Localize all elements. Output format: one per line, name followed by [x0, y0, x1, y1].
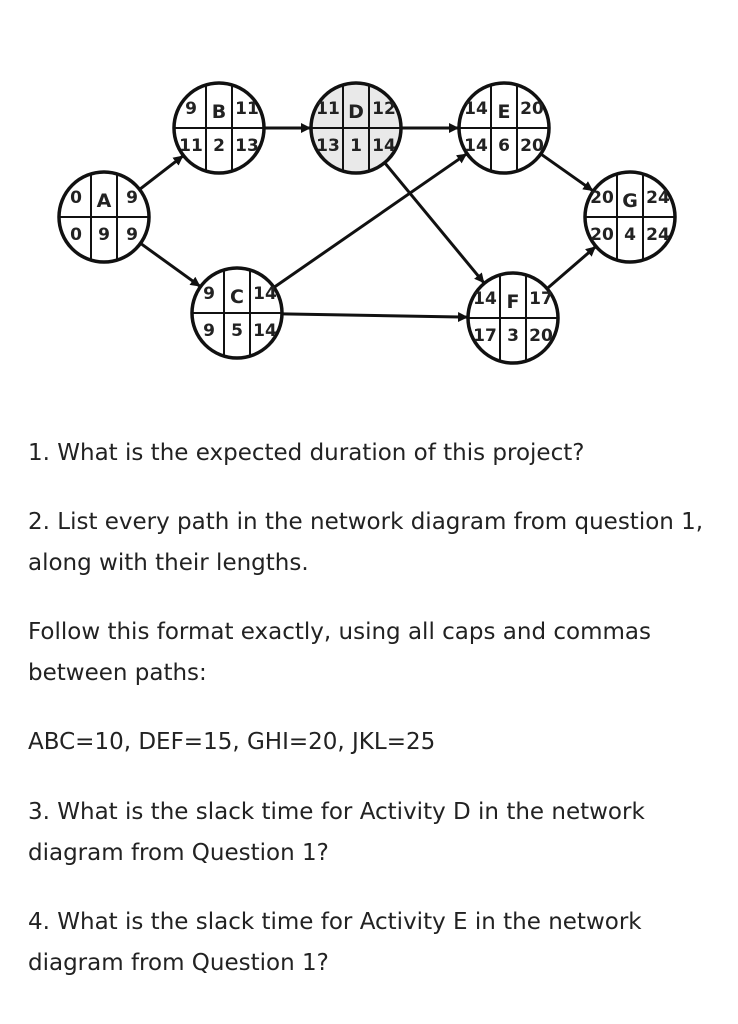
node-early-start: 9 [203, 284, 215, 304]
node-late-finish: 20 [529, 326, 553, 346]
node-late-finish: 14 [253, 321, 277, 341]
node-early-start: 9 [185, 99, 197, 119]
node-late-start: 11 [179, 136, 203, 156]
node-d: 11 D 12 13 1 14 [309, 81, 403, 175]
question-2-format: Follow this format exactly, using all ca… [28, 619, 651, 686]
edge-f-g [546, 245, 597, 290]
node-duration: 1 [350, 136, 362, 156]
edge-c-e [273, 152, 468, 289]
node-duration: 6 [498, 136, 510, 156]
node-late-start: 0 [70, 225, 82, 245]
node-e: 14 E 20 14 6 20 [457, 81, 551, 175]
node-activity-name: D [348, 101, 364, 123]
node-late-start: 14 [464, 136, 488, 156]
node-late-start: 17 [473, 326, 497, 346]
node-late-finish: 14 [372, 136, 396, 156]
node-activity-name: C [230, 286, 244, 308]
node-duration: 9 [98, 225, 110, 245]
node-g: 20 G 24 20 4 24 [583, 170, 677, 264]
edge-d-f [383, 161, 485, 284]
node-activity-name: F [507, 291, 520, 313]
node-duration: 4 [624, 225, 636, 245]
node-duration: 2 [213, 136, 225, 156]
edge-c-f [281, 312, 469, 323]
node-early-finish: 24 [646, 188, 670, 208]
edge-e-g [539, 152, 594, 192]
node-late-finish: 20 [520, 136, 544, 156]
node-early-finish: 12 [372, 99, 396, 119]
node-activity-name: B [212, 101, 226, 123]
question-4: 4. What is the slack time for Activity E… [28, 909, 642, 976]
node-duration: 5 [231, 321, 243, 341]
node-late-start: 13 [316, 136, 340, 156]
node-late-start: 20 [590, 225, 614, 245]
node-late-start: 9 [203, 321, 215, 341]
node-late-finish: 9 [126, 225, 138, 245]
node-activity-name: G [622, 190, 638, 212]
node-activity-name: E [498, 101, 511, 123]
node-early-start: 0 [70, 188, 82, 208]
edge-a-c [139, 242, 201, 288]
question-1: 1. What is the expected duration of this… [28, 440, 585, 466]
node-early-start: 20 [590, 188, 614, 208]
edges [138, 123, 597, 323]
question-3: 3. What is the slack time for Activity D… [28, 799, 645, 866]
node-early-start: 14 [464, 99, 488, 119]
node-f: 14 F 17 17 3 20 [466, 271, 560, 365]
node-early-finish: 9 [126, 188, 138, 208]
node-activity-name: A [97, 190, 112, 212]
question-2-example: ABC=10, DEF=15, GHI=20, JKL=25 [28, 729, 436, 755]
node-early-finish: 17 [529, 289, 553, 309]
node-early-start: 14 [473, 289, 497, 309]
node-early-finish: 11 [235, 99, 259, 119]
edge-a-b [138, 154, 184, 191]
node-late-finish: 13 [235, 136, 259, 156]
node-early-finish: 14 [253, 284, 277, 304]
node-early-finish: 20 [520, 99, 544, 119]
node-duration: 3 [507, 326, 519, 346]
question-2: 2. List every path in the network diagra… [28, 509, 704, 576]
node-late-finish: 24 [646, 225, 670, 245]
node-early-start: 11 [316, 99, 340, 119]
